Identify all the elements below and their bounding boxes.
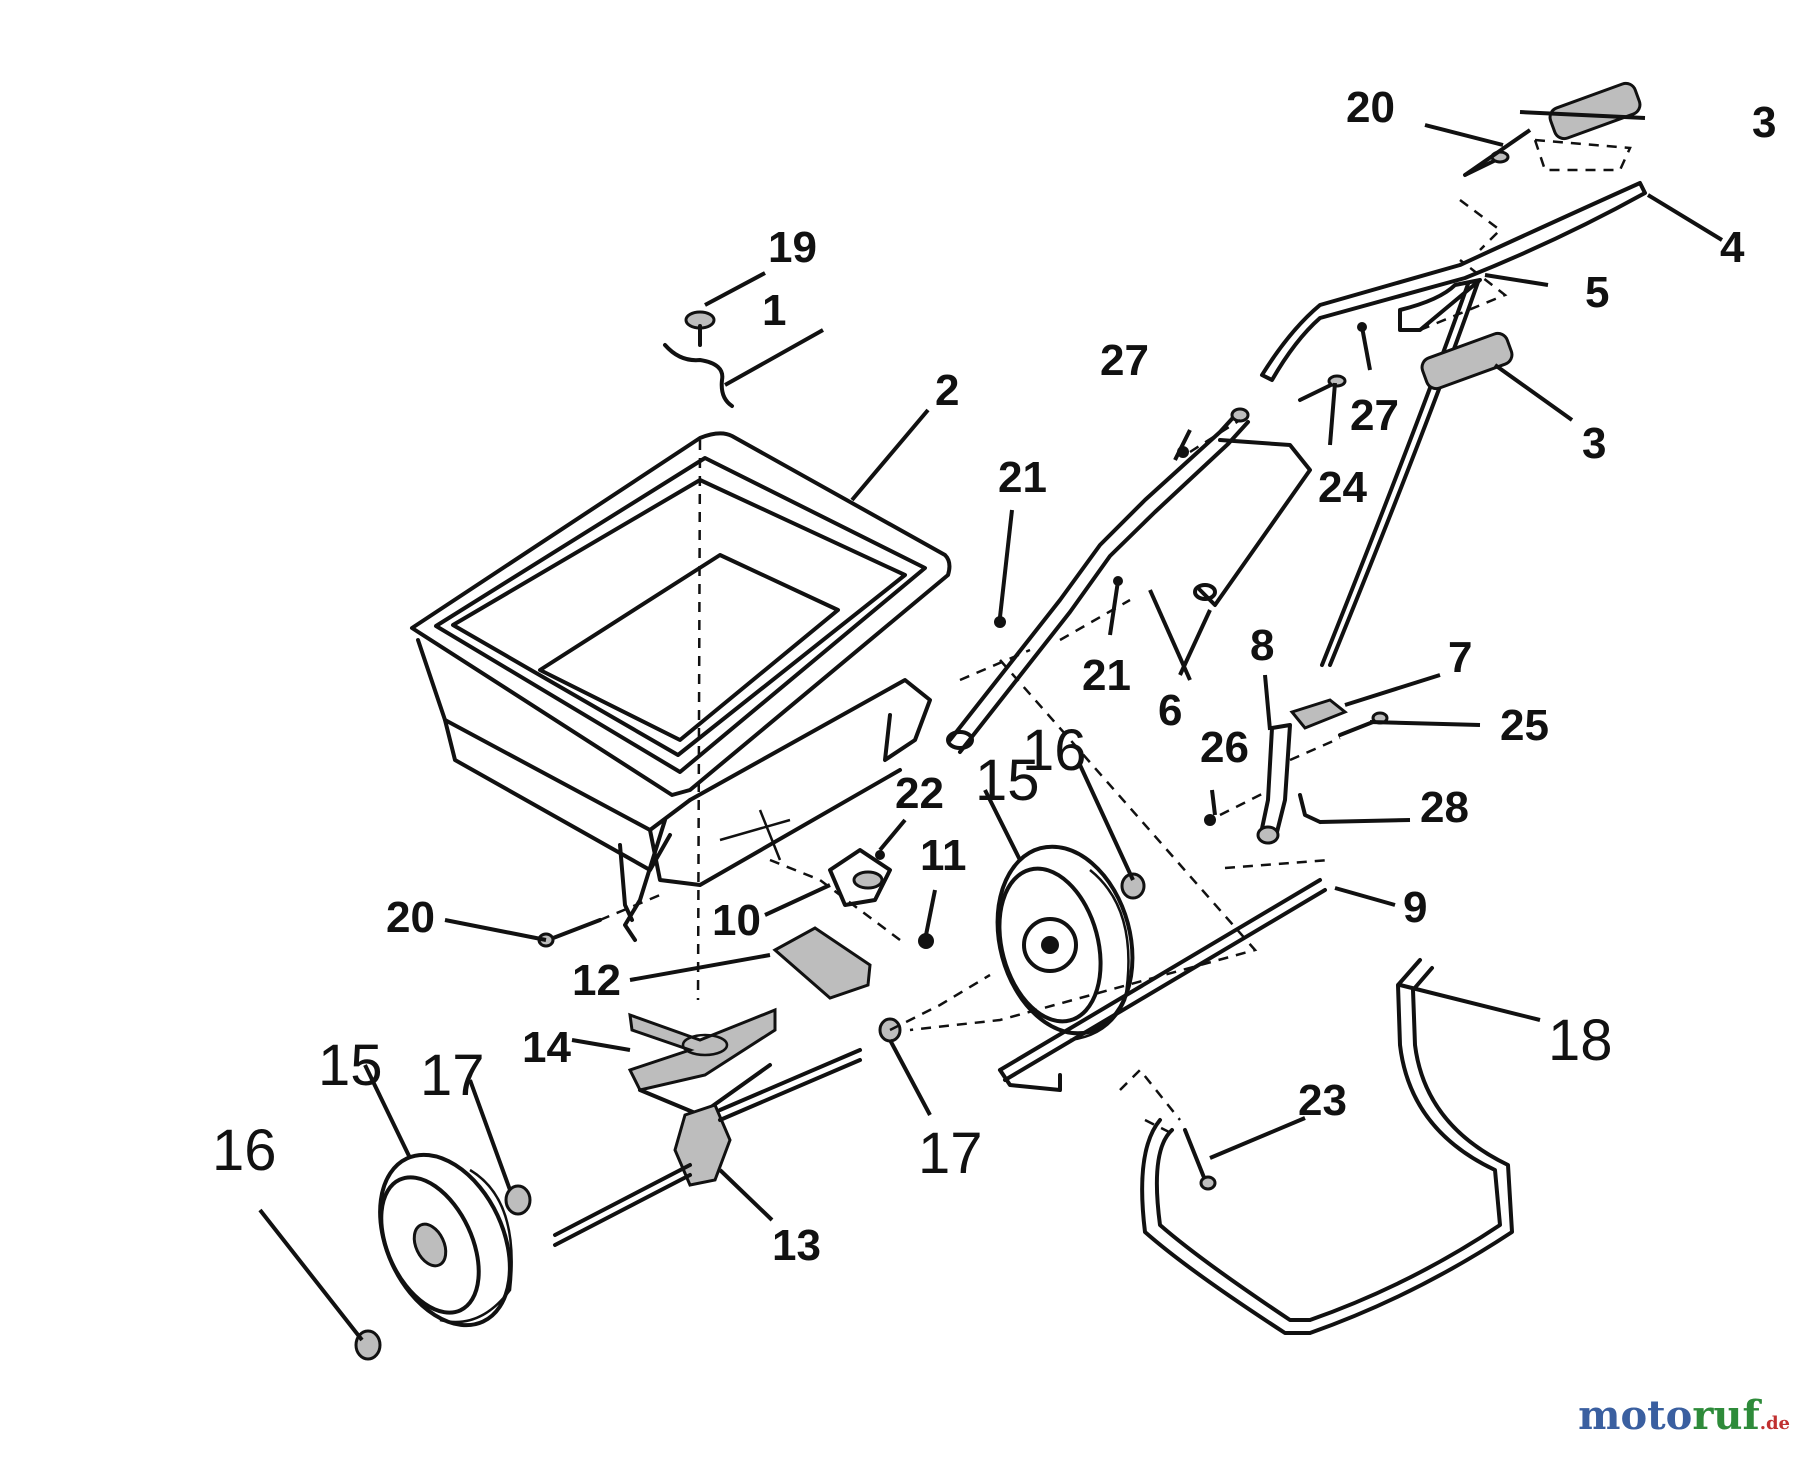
label-13: 13 xyxy=(772,1221,821,1270)
label-11: 11 xyxy=(920,831,967,880)
nut-11 xyxy=(918,933,934,949)
label-26: 26 xyxy=(1200,723,1249,772)
label-23: 23 xyxy=(1298,1076,1347,1125)
left-bushing xyxy=(504,1184,532,1216)
label-27-left: 27 xyxy=(1100,336,1149,385)
agitator-wire xyxy=(663,343,734,408)
label-17-left: 17 xyxy=(420,1043,485,1108)
label-10: 10 xyxy=(712,896,761,945)
label-17-right: 17 xyxy=(918,1121,983,1186)
bolt-20 xyxy=(537,918,602,948)
shutter-plate xyxy=(828,848,892,907)
label-22: 22 xyxy=(895,769,944,818)
label-14: 14 xyxy=(522,1023,571,1072)
control-rod xyxy=(998,878,1327,1092)
label-1: 1 xyxy=(762,286,786,335)
label-12: 12 xyxy=(572,956,621,1005)
spinner xyxy=(627,1007,777,1117)
label-15-left: 15 xyxy=(318,1033,383,1098)
label-16-left: 16 xyxy=(212,1118,277,1183)
control-bracket xyxy=(1256,723,1292,845)
gate-plate xyxy=(772,926,872,1000)
control-knob xyxy=(1289,698,1348,730)
label-16-right: 16 xyxy=(1022,718,1087,783)
right-hubcap xyxy=(1120,872,1146,900)
label-6: 6 xyxy=(1158,686,1182,735)
label-20-top: 20 xyxy=(1346,83,1395,132)
left-wheel xyxy=(378,1152,513,1328)
nut-22 xyxy=(875,850,885,860)
grip-upper xyxy=(1548,81,1642,141)
nut-26 xyxy=(1204,814,1216,826)
lower-handle xyxy=(946,407,1312,754)
label-9: 9 xyxy=(1403,883,1427,932)
label-20-left: 20 xyxy=(386,893,435,942)
upper-handle xyxy=(1260,181,1647,667)
label-8: 8 xyxy=(1250,621,1274,670)
label-25: 25 xyxy=(1500,701,1549,750)
label-4: 4 xyxy=(1720,223,1745,272)
label-21-upper: 21 xyxy=(998,453,1047,502)
gearbox xyxy=(553,1048,862,1247)
grip-lower xyxy=(1420,331,1514,391)
screw xyxy=(684,310,716,347)
label-15-right: 15 xyxy=(975,748,1040,813)
label-3-top: 3 xyxy=(1752,98,1776,147)
stand xyxy=(1140,958,1514,1335)
watermark-logo: motoruf.de xyxy=(1578,1392,1790,1439)
bolt-23 xyxy=(1183,1128,1217,1191)
label-3-lower: 3 xyxy=(1582,419,1606,468)
hopper xyxy=(410,431,952,1001)
nut-21a xyxy=(994,616,1006,628)
label-19: 19 xyxy=(768,223,817,272)
clip-28 xyxy=(1298,793,1322,824)
bolt-24 xyxy=(1298,374,1347,402)
label-5: 5 xyxy=(1585,268,1609,317)
label-27-right: 27 xyxy=(1350,391,1399,440)
label-24: 24 xyxy=(1318,463,1367,512)
label-18: 18 xyxy=(1548,1008,1613,1073)
label-2: 2 xyxy=(935,366,959,415)
label-28: 28 xyxy=(1420,783,1469,832)
leader-lines xyxy=(258,110,1724,1342)
callout-labels: 1 2 3 3 4 5 6 7 8 9 10 11 12 13 14 15 15… xyxy=(212,83,1776,1270)
label-7: 7 xyxy=(1448,633,1472,682)
label-21-lower: 21 xyxy=(1082,651,1131,700)
